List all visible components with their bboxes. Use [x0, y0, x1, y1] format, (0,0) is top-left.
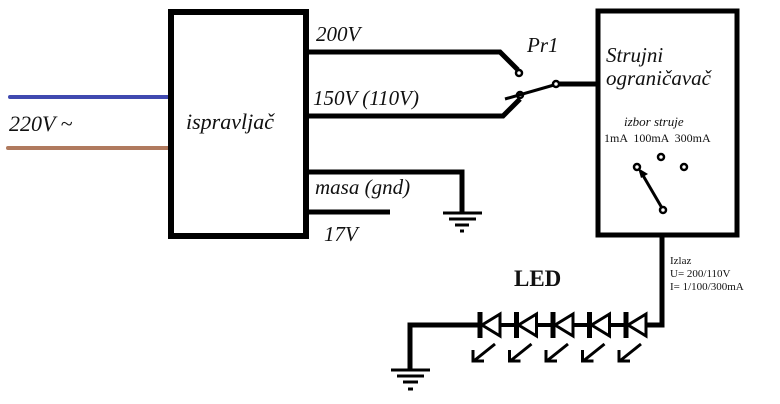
switch-lever[interactable]: [504, 83, 555, 101]
selector-options: 1mA 100mA 300mA: [604, 131, 711, 145]
selector-arrow-head: [638, 168, 648, 178]
light-emission-arrow-icon: [471, 342, 496, 363]
label-17v: 17V: [324, 222, 360, 246]
limiter-title-line1: Strujni: [606, 43, 663, 67]
limiter-title-line2: ograničavač: [606, 66, 713, 90]
switch-contact-200v: [514, 68, 524, 78]
light-emission-arrow-icon: [544, 342, 569, 363]
input-voltage-label: 220V ~: [9, 111, 73, 136]
label-150v: 150V (110V): [313, 86, 419, 110]
wire-led-ground: [407, 322, 478, 370]
output-current: I= 1/100/300mA: [670, 281, 744, 293]
label-ground: masa (gnd): [315, 175, 410, 199]
switch-pivot: [551, 79, 561, 89]
label-200v: 200V: [316, 22, 363, 46]
wire-150v: [306, 97, 522, 119]
wire-ground: [306, 169, 465, 213]
wire-200v: [306, 49, 520, 72]
selector-label: izbor struje: [624, 114, 684, 129]
led-diode: [581, 311, 626, 363]
led-diode: [508, 311, 553, 363]
light-emission-arrow-icon: [508, 342, 533, 363]
selector-arm[interactable]: [639, 171, 664, 209]
wire-output: [645, 236, 665, 328]
current-limiter-block: [595, 8, 740, 238]
switch-label: Pr1: [526, 33, 559, 57]
led-diode: [617, 311, 663, 363]
rectifier-label: ispravljač: [186, 109, 275, 134]
output-label: Izlaz: [670, 255, 691, 267]
selector-pivot: [658, 205, 668, 215]
led-diode: [544, 311, 590, 363]
selector-contact-100ma[interactable]: [656, 152, 666, 162]
rectifier-block: [168, 9, 309, 239]
led-diode: [471, 311, 517, 363]
ground-icon: [391, 368, 430, 391]
led-label: LED: [514, 266, 561, 291]
light-emission-arrow-icon: [581, 342, 606, 363]
selector-contact-300ma[interactable]: [679, 162, 689, 172]
ground-icon: [443, 211, 482, 233]
light-emission-arrow-icon: [617, 342, 642, 363]
output-voltage: U= 200/110V: [670, 268, 731, 280]
led-chain: [471, 311, 663, 363]
